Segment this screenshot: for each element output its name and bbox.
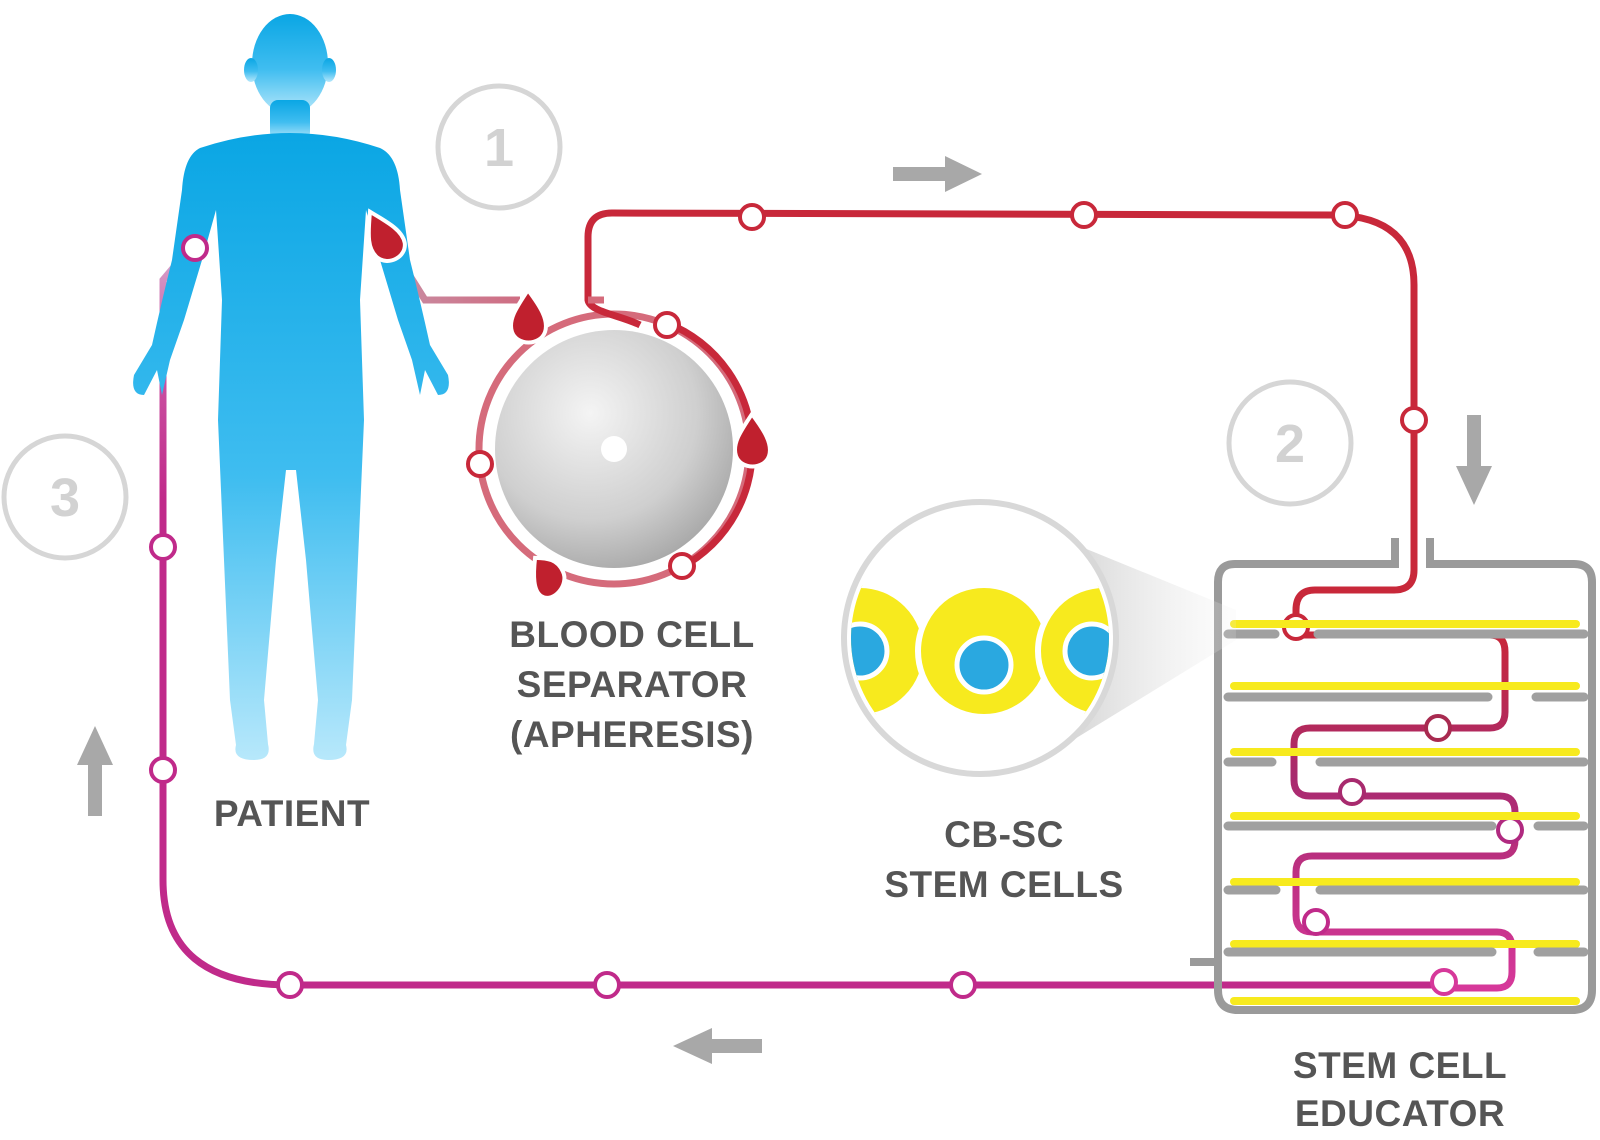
svg-text:CB-SC: CB-SC — [944, 814, 1064, 855]
svg-text:STEM CELL: STEM CELL — [1293, 1045, 1507, 1086]
human-figure-icon — [133, 14, 449, 760]
educator-label: STEM CELL EDUCATOR — [1293, 1045, 1507, 1134]
step-1-marker: 1 — [435, 83, 563, 211]
blood-drop-icon — [733, 410, 772, 469]
svg-text:3: 3 — [50, 468, 80, 528]
svg-text:EDUCATOR: EDUCATOR — [1295, 1093, 1505, 1134]
magnifier-lens-icon — [841, 499, 1236, 777]
separator-label: BLOOD CELL SEPARATOR (APHERESIS) — [509, 614, 754, 755]
blood-drop-icon — [509, 286, 548, 345]
svg-text:STEM CELLS: STEM CELLS — [884, 864, 1123, 905]
flow-arrow-icon — [77, 726, 113, 816]
svg-text:SEPARATOR: SEPARATOR — [517, 664, 748, 705]
stem-cell-educator-device — [1190, 538, 1596, 1014]
svg-text:2: 2 — [1275, 414, 1305, 474]
flow-arrow-icon — [893, 156, 982, 192]
patient-label: PATIENT — [214, 793, 370, 834]
svg-text:(APHERESIS): (APHERESIS) — [510, 714, 754, 755]
svg-text:BLOOD CELL: BLOOD CELL — [509, 614, 754, 655]
arm-to-separator-tube — [402, 266, 520, 304]
step-2-marker: 2 — [1226, 379, 1354, 507]
step-3-marker: 3 — [1, 433, 129, 561]
flow-arrow-icon — [1456, 415, 1492, 505]
svg-text:1: 1 — [484, 118, 514, 178]
stem-cells-label: CB-SC STEM CELLS — [884, 814, 1123, 905]
blood-drop-icon — [532, 555, 567, 600]
blood-drop-icon — [366, 208, 407, 263]
centrifuge-disc-icon — [495, 330, 733, 568]
flow-arrow-icon — [673, 1028, 762, 1064]
return-tube — [159, 280, 1450, 989]
